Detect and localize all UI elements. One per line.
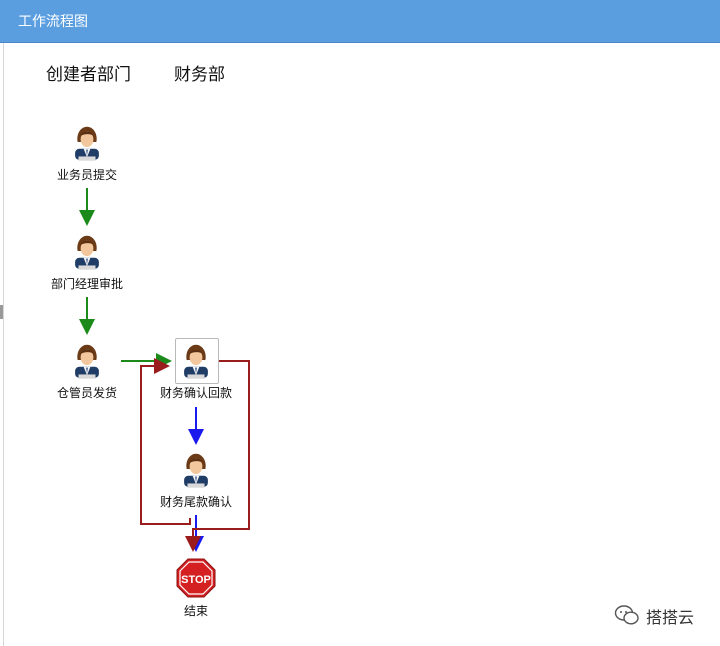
node-label: 财务尾款确认 [159, 495, 232, 509]
node-finance-final-payment[interactable]: 财务尾款确认 [141, 449, 251, 510]
node-end[interactable]: STOP 结束 [141, 558, 251, 619]
node-label: 部门经理审批 [50, 277, 123, 291]
node-label: 仓管员发货 [56, 386, 117, 400]
stop-sign-icon: STOP [176, 558, 216, 598]
person-icon [179, 449, 213, 489]
window-header: 工作流程图 [0, 0, 720, 43]
node-salesperson-submit[interactable]: 业务员提交 [32, 122, 142, 183]
node-manager-approval[interactable]: 部门经理审批 [32, 231, 142, 292]
person-icon [70, 122, 104, 162]
edge-finance-confirm-to-end [185, 360, 250, 552]
person-icon [70, 231, 104, 271]
lane-label-finance-dept: 财务部 [174, 65, 225, 85]
selected-node-highlight [175, 338, 219, 384]
stop-sign-text: STOP [181, 574, 211, 586]
wechat-icon [614, 605, 639, 625]
edge-final-back-to-confirm [140, 358, 191, 525]
node-label: 结束 [183, 604, 208, 618]
node-label: 业务员提交 [56, 168, 117, 182]
person-icon [179, 340, 213, 380]
node-label: 财务确认回款 [159, 386, 232, 400]
resize-handle[interactable] [0, 305, 3, 319]
watermark-text: 搭搭云 [646, 608, 695, 627]
panel-left-border [3, 43, 4, 646]
window-title: 工作流程图 [18, 14, 88, 30]
node-finance-confirm-payment[interactable]: 财务确认回款 [141, 340, 251, 401]
node-warehouse-ship[interactable]: 仓管员发货 [32, 340, 142, 401]
lane-label-creator-dept: 创建者部门 [46, 65, 131, 85]
person-icon [70, 340, 104, 380]
